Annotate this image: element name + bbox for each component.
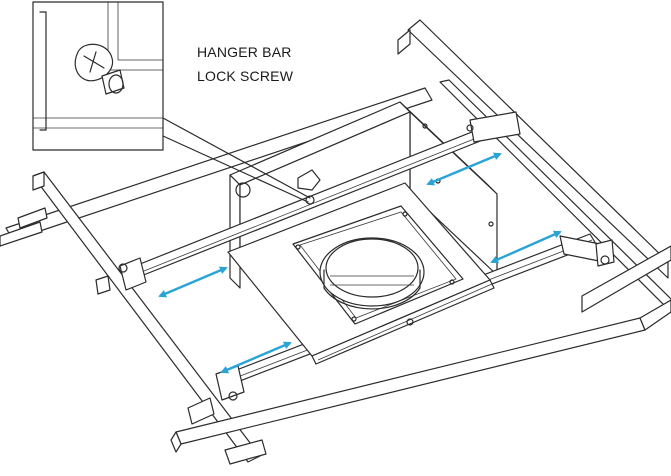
plate-edge — [311, 279, 495, 365]
callout-box — [32, 1, 311, 203]
callout-line-1: HANGER BAR — [197, 44, 292, 60]
callout-label: HANGER BAR LOCK SCREW — [197, 40, 293, 88]
callout-line-2: LOCK SCREW — [197, 68, 294, 84]
adjustment-arrows — [158, 152, 562, 374]
round-collar — [295, 211, 455, 322]
adjustment-arrow-icon — [490, 230, 562, 264]
end-screws — [118, 124, 610, 401]
lock-screw-icon — [74, 43, 125, 95]
lock-screw-icon — [297, 169, 321, 205]
adjustment-arrow-icon — [426, 152, 502, 186]
adjustment-arrow-icon — [158, 266, 228, 298]
adjustment-arrow-icon — [220, 341, 292, 374]
